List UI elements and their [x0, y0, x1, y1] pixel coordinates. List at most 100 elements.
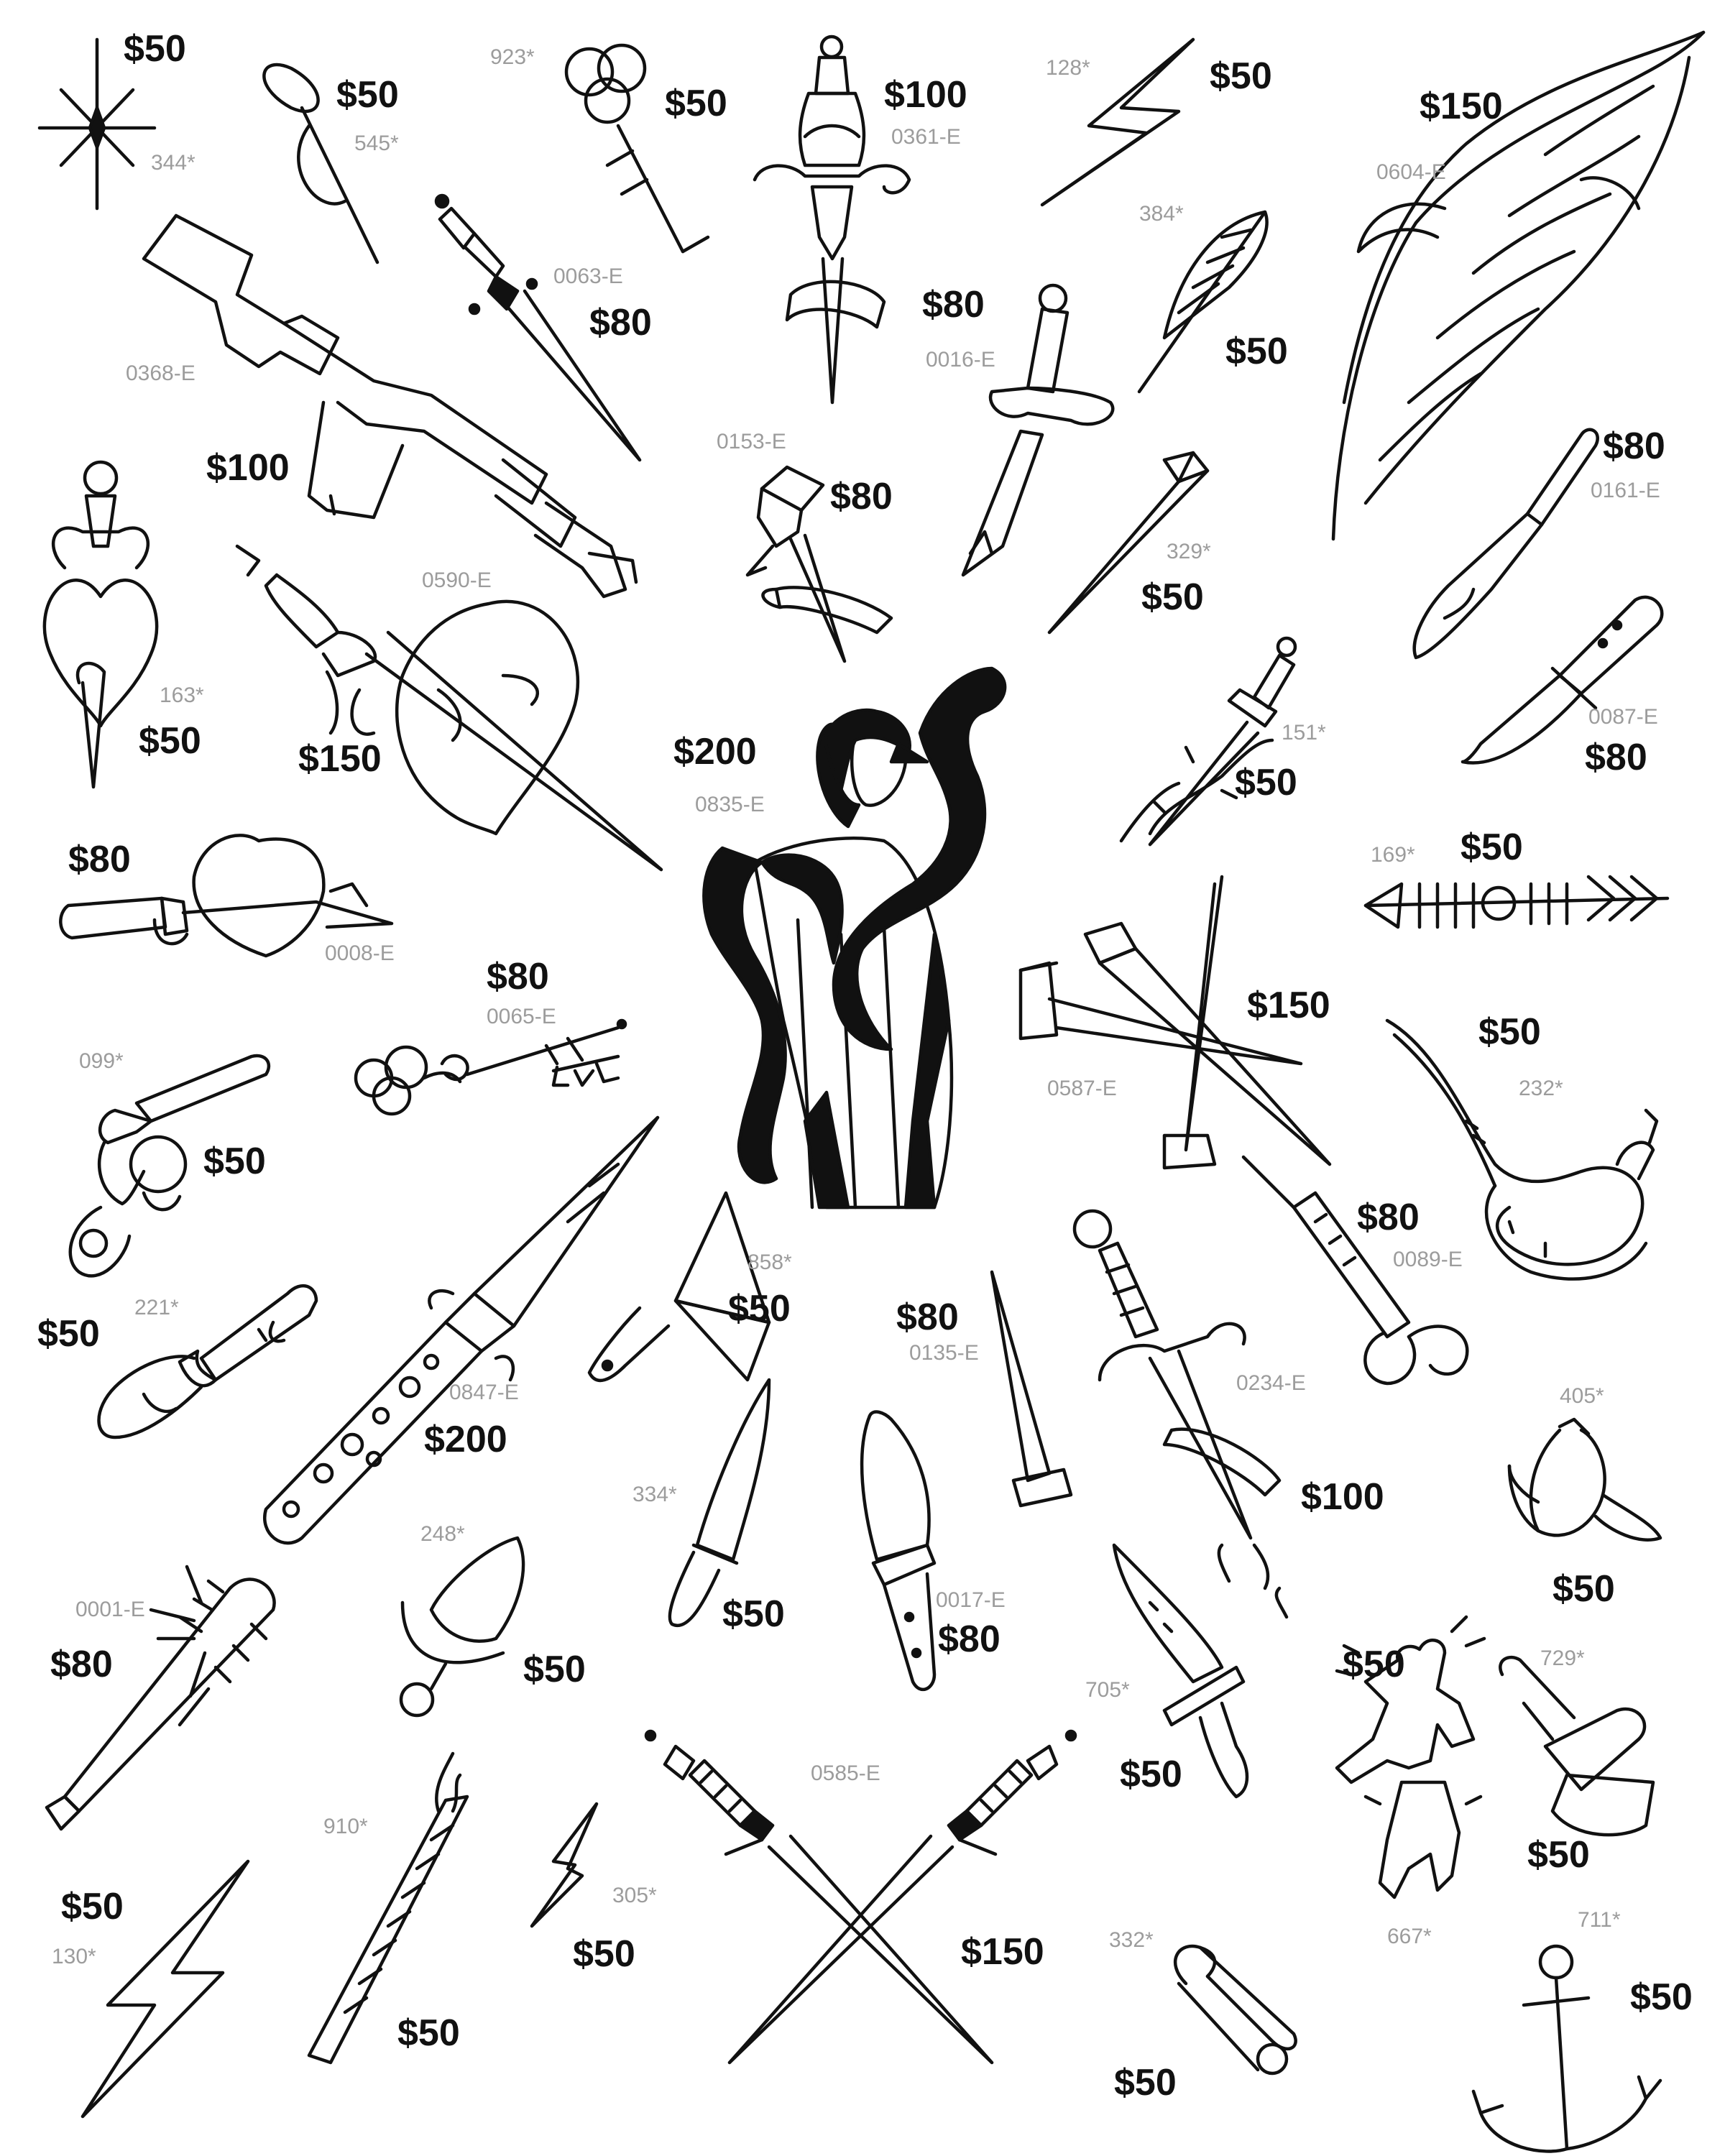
feather-icon [1331, 30, 1706, 541]
design-code: 667* [1387, 1925, 1432, 1948]
syringe-icon [1241, 1155, 1469, 1386]
price-label: $50 [1527, 1834, 1590, 1876]
price-label: $80 [938, 1618, 1000, 1660]
hand-gun-icon [97, 1284, 318, 1439]
figure-icon [1335, 1615, 1486, 1899]
price-label: $100 [206, 447, 290, 489]
design-code: 910* [323, 1815, 368, 1838]
price-label: $50 [523, 1649, 586, 1690]
swords-icon [644, 1729, 1077, 2065]
price-label: $50 [1552, 1568, 1615, 1610]
design-code: 0585-E [811, 1761, 880, 1785]
design-code: 0368-E [126, 361, 196, 385]
design-code: 0153-E [717, 430, 786, 453]
design-code: 232* [1519, 1077, 1563, 1100]
safety-pin-icon [1173, 1944, 1297, 2076]
design-code: 0017-E [936, 1588, 1006, 1612]
feather-icon [1137, 210, 1269, 394]
price-label: $50 [1478, 1011, 1541, 1053]
price-label: $50 [1235, 762, 1297, 803]
price-label: $80 [487, 956, 549, 998]
nail-icon [745, 465, 893, 663]
revolver-icon [68, 1054, 271, 1278]
price-label: $50 [1630, 1976, 1693, 2018]
price-label: $50 [1114, 2062, 1177, 2104]
price-label: $80 [830, 476, 893, 517]
design-code: 329* [1167, 540, 1211, 563]
knife-icon [1460, 595, 1664, 765]
price-label: $80 [68, 839, 131, 880]
pushpin-icon [1499, 1655, 1655, 1837]
heart-dagger-icon [42, 460, 159, 789]
heart-knife-icon [59, 834, 394, 958]
design-code: 0590-E [422, 568, 492, 592]
price-label: $80 [589, 302, 652, 344]
design-code: 705* [1085, 1678, 1130, 1702]
nail-icon [1047, 451, 1210, 635]
price-label: $50 [61, 1886, 124, 1927]
price-label: $80 [50, 1644, 113, 1685]
design-code: 711* [1578, 1908, 1621, 1932]
lightning-icon [80, 1859, 250, 2119]
price-label: $50 [124, 28, 186, 70]
key-icon [354, 1018, 627, 1116]
price-label: $50 [665, 83, 727, 124]
price-label: $100 [884, 74, 967, 116]
spike-icon [990, 1270, 1073, 1508]
price-label: $80 [896, 1296, 959, 1338]
price-label: $50 [37, 1313, 100, 1355]
price-label: $80 [1603, 425, 1665, 467]
price-label: $50 [397, 2012, 460, 2054]
snake-icon [1385, 1018, 1659, 1281]
design-code: 332* [1109, 1928, 1154, 1952]
design-code: 923* [490, 45, 535, 69]
design-code: 151* [1282, 721, 1326, 745]
price-label: $80 [922, 284, 985, 326]
design-code: 128* [1046, 56, 1090, 80]
woman-snake-icon [702, 666, 1007, 1210]
lightning-icon [530, 1802, 599, 1928]
dagger-icon [961, 283, 1115, 577]
price-label: $50 [1460, 826, 1523, 868]
anchor-icon [1471, 1944, 1662, 2153]
heart-sword-icon [235, 544, 663, 872]
design-code: 0087-E [1588, 705, 1658, 729]
design-code: 344* [151, 151, 196, 175]
design-code: 163* [160, 683, 204, 707]
price-label: $150 [961, 1931, 1044, 1973]
design-code: 0016-E [926, 348, 995, 372]
leaf-icon [262, 63, 380, 264]
design-code: 0587-E [1047, 1077, 1117, 1100]
price-label: $50 [1210, 55, 1272, 97]
stiletto-icon [434, 193, 642, 462]
design-code: 0001-E [75, 1598, 145, 1621]
blade-icon [1112, 1543, 1249, 1799]
design-code: 130* [52, 1945, 96, 1968]
knife-icon [860, 1410, 937, 1691]
design-code: 305* [612, 1884, 657, 1907]
bat-icon [45, 1565, 276, 1831]
sparkle-icon [37, 37, 157, 211]
dagger-icon [1119, 636, 1297, 847]
switchblade-icon [263, 1115, 660, 1545]
design-code: 545* [354, 132, 399, 155]
cleaver-icon [587, 1191, 771, 1382]
design-code: 0161-E [1591, 479, 1660, 502]
price-label: $150 [298, 738, 382, 780]
price-label: $150 [1247, 985, 1330, 1026]
dagger-icon [1072, 1209, 1289, 1619]
design-code: 405* [1560, 1384, 1604, 1408]
design-code: 0835-E [695, 793, 765, 816]
price-label: $50 [573, 1933, 635, 1975]
price-label: $50 [336, 74, 399, 116]
price-label: $50 [203, 1141, 266, 1182]
rifle-icon [142, 213, 638, 599]
knife-icon [1412, 428, 1599, 660]
knife-icon [668, 1378, 771, 1627]
dagger-icon [753, 34, 911, 405]
price-label: $50 [1225, 331, 1288, 372]
price-label: $80 [1585, 737, 1647, 778]
design-code: 729* [1540, 1646, 1585, 1670]
joint-icon [307, 1751, 469, 2065]
